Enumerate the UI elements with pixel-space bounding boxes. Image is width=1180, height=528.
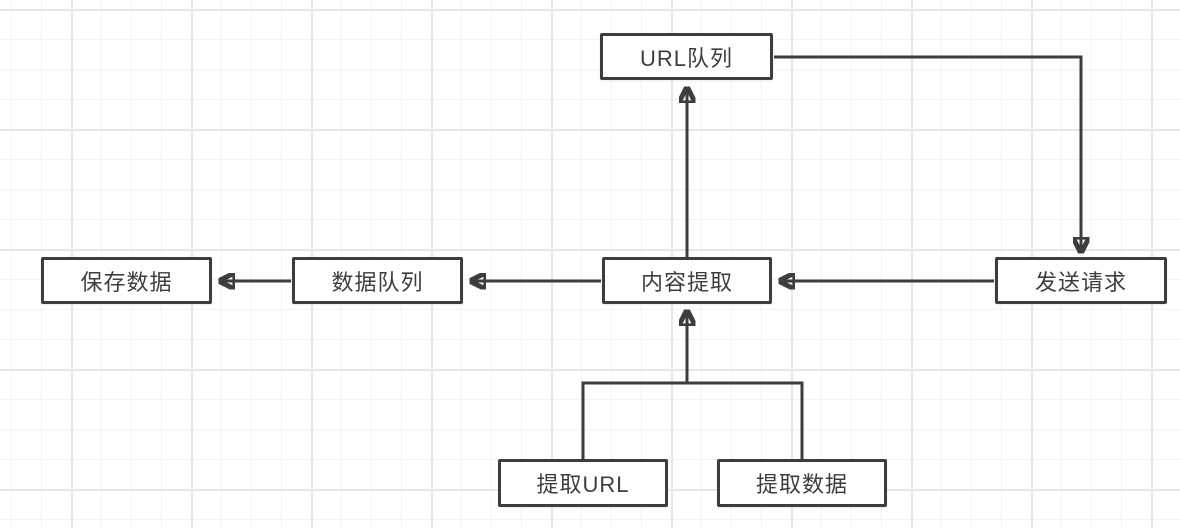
node-extract-data[interactable]: 提取数据 — [717, 459, 887, 507]
node-url-queue-label: URL队列 — [639, 45, 733, 71]
node-send-request-label: 发送请求 — [1034, 269, 1127, 295]
node-send-request[interactable]: 发送请求 — [995, 257, 1167, 304]
node-content-extract[interactable]: 内容提取 — [602, 257, 772, 304]
node-save-data[interactable]: 保存数据 — [41, 257, 212, 304]
edge-url-queue-to-send-request[interactable] — [774, 55, 1081, 252]
node-extract-data-label: 提取数据 — [755, 472, 848, 497]
node-data-queue[interactable]: 数据队列 — [292, 257, 463, 304]
node-extract-url[interactable]: 提取URL — [498, 459, 668, 507]
node-data-queue-label: 数据队列 — [331, 269, 424, 295]
node-save-data-label: 保存数据 — [80, 269, 173, 295]
node-content-extract-label: 内容提取 — [640, 269, 733, 295]
node-url-queue[interactable]: URL队列 — [600, 33, 773, 80]
node-extract-url-label: 提取URL — [536, 472, 630, 497]
edge-merge-bracket[interactable] — [581, 381, 804, 459]
